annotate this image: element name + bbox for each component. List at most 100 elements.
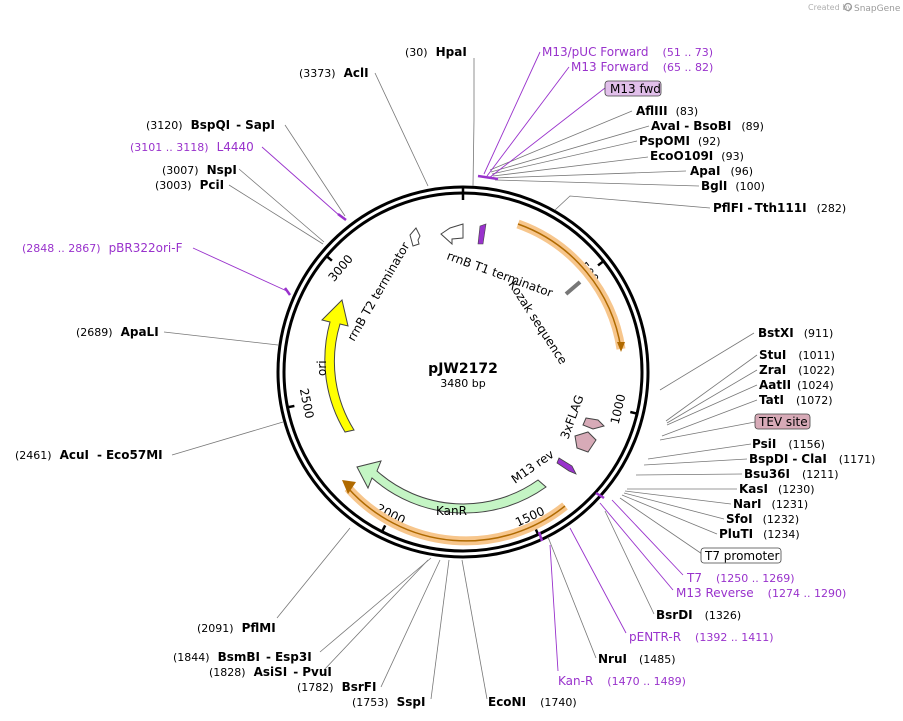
- leader-m13puc-forward: [483, 51, 541, 175]
- rrnb-t1-feature-arrow: [440, 223, 464, 246]
- backbone-outer-circle: [276, 185, 650, 559]
- kozak-feature-mark: [564, 280, 582, 296]
- enzyme-site-bsu36I[interactable]: Bsu36I(1211): [744, 467, 839, 481]
- enzyme-site-aflIII[interactable]: AflIII(83): [636, 104, 698, 118]
- enzyme-site-zraI[interactable]: ZraI(1022): [759, 363, 835, 377]
- leader-psiI: [647, 443, 752, 460]
- enzyme-site-pflMI[interactable]: (2091)PflMI: [197, 621, 276, 635]
- leader-bstXI: [659, 332, 755, 391]
- primer-tick-pbr322: [283, 287, 292, 296]
- leader-nruI: [547, 536, 597, 659]
- feature-label-m13rev: M13 rev: [509, 447, 557, 486]
- leader-lines: [163, 58, 758, 700]
- tick-mark: [286, 404, 295, 409]
- leader-sspI: [430, 559, 450, 700]
- leader-pbr322ori: [192, 247, 290, 293]
- leader-m13fwd-box: [488, 87, 606, 179]
- leader-nspI: [238, 168, 325, 243]
- enzyme-labels-right: AflIII(83) AvaI-BsoBI(89) PspOMI(92) Eco…: [488, 104, 875, 709]
- enzyme-site-apaLI[interactable]: (2689)ApaLI: [76, 325, 159, 339]
- leader-asiSI: [323, 559, 429, 671]
- enzyme-site-psiI[interactable]: PsiI(1156): [752, 437, 825, 451]
- plasmid-name: pJW2172: [428, 361, 498, 377]
- leader-pluTI: [621, 494, 718, 535]
- enzyme-site-bspQI[interactable]: (3120)BspQI-SapI: [146, 118, 275, 132]
- leader-hpaI: [472, 58, 475, 187]
- leader-pentr: [569, 527, 627, 634]
- tick-label: 2500: [297, 387, 317, 420]
- leader-l4440: [261, 146, 341, 217]
- enzyme-site-asiSI[interactable]: (1828)AsiSI-PvuI: [209, 665, 332, 679]
- primer-l4440[interactable]: (3101 .. 3118)L4440: [130, 140, 254, 154]
- m13-fwd-feature-mark: [477, 223, 487, 245]
- enzyme-site-bsrDI[interactable]: BsrDI(1326): [656, 608, 741, 622]
- orf-arc-right-arrowhead: [617, 342, 625, 352]
- enzyme-site-bstXI[interactable]: BstXI(911): [758, 326, 833, 340]
- enzyme-site-hpaI[interactable]: (30)HpaI: [405, 45, 467, 59]
- box-label-tev: TEV site: [758, 415, 808, 429]
- leader-pciI: [228, 184, 324, 245]
- feature-label-kanr: KanR: [436, 504, 467, 518]
- feature-arcs: [321, 219, 626, 546]
- enzyme-site-acuI[interactable]: (2461)AcuI-Eco57MI: [15, 448, 163, 462]
- enzyme-site-bsrFI[interactable]: (1782)BsrFI: [297, 680, 376, 694]
- primer-m13puc-forward[interactable]: M13/pUC Forward(51 .. 73): [542, 45, 713, 59]
- enzyme-site-pluTI[interactable]: PluTI(1234): [719, 527, 800, 541]
- leader-tatI: [661, 399, 758, 437]
- enzyme-site-nspI[interactable]: (3007)NspI: [162, 163, 237, 177]
- box-m13fwd: [604, 80, 662, 97]
- primer-tick-m13: [477, 174, 499, 181]
- leader-bsmBI: [319, 557, 432, 653]
- m13-rev-feature-mark: [556, 457, 577, 475]
- box-tev-site: [754, 413, 811, 430]
- leader-tev: [659, 421, 756, 441]
- orf-arc-bottom-arrowhead: [342, 480, 356, 494]
- leader-apaI: [493, 170, 687, 179]
- enzyme-site-aclI[interactable]: (3373)AclI: [299, 66, 369, 80]
- primer-tick-pentr: [537, 531, 544, 542]
- leader-bsrDI: [604, 510, 655, 615]
- ori-feature-arrow: [321, 299, 355, 433]
- leader-narI: [624, 490, 732, 505]
- enzyme-site-ecoNI[interactable]: EcoNI(1740): [488, 695, 577, 709]
- enzyme-labels-left: (30)HpaI (3373)AclI (3120)BspQI-SapI (30…: [15, 45, 467, 709]
- enzyme-site-pspOMI[interactable]: PspOMI(92): [639, 134, 721, 148]
- enzyme-site-sspI[interactable]: (1753)SspI: [352, 695, 425, 709]
- primer-tick-l4440: [337, 213, 347, 221]
- enzyme-site-tatI[interactable]: TatI(1072): [759, 393, 833, 407]
- orf-arc-right-line: [517, 223, 622, 350]
- leader-aclI: [374, 72, 429, 187]
- enzyme-site-pflFI[interactable]: PflFI-Tth111I(282): [713, 201, 846, 215]
- primer-pentr-r[interactable]: pENTR-R(1392 .. 1411): [629, 630, 774, 644]
- primer-kan-r[interactable]: Kan-R(1470 .. 1489): [558, 674, 686, 688]
- orf-arc-bottom-line: [347, 487, 566, 542]
- leader-sfoI: [623, 492, 725, 520]
- enzyme-site-apaI[interactable]: ApaI(96): [690, 164, 753, 178]
- tick-label: 3000: [325, 252, 355, 284]
- enzyme-site-avaI[interactable]: AvaI-BsoBI(89): [651, 119, 764, 133]
- enzyme-site-kasI[interactable]: KasI(1230): [739, 482, 815, 496]
- enzyme-site-narI[interactable]: NarI(1231): [733, 497, 808, 511]
- enzyme-site-nruI[interactable]: NruI(1485): [598, 652, 676, 666]
- enzyme-site-bglI[interactable]: BglI(100): [701, 179, 765, 193]
- enzyme-site-ecoO109I[interactable]: EcoO109I(93): [650, 149, 744, 163]
- feature-label-rrnb-t1: rrnB T1 terminator: [445, 249, 555, 300]
- primer-leader-lines: [192, 51, 684, 672]
- primer-pbr322ori-f[interactable]: (2848 .. 2867)pBR322ori-F: [22, 241, 183, 255]
- enzyme-site-stuI[interactable]: StuI(1011): [759, 348, 835, 362]
- leader-aatII: [666, 384, 758, 426]
- leader-bspDI: [643, 458, 748, 466]
- enzyme-site-pciI[interactable]: (3003)PciI: [155, 178, 224, 192]
- enzyme-site-bspDI[interactable]: BspDI-ClaI(1171): [749, 452, 875, 466]
- enzyme-site-bsmBI[interactable]: (1844)BsmBI-Esp3I: [173, 650, 312, 664]
- primer-m13-forward[interactable]: M13 Forward(65 .. 82): [571, 60, 713, 74]
- primer-m13-reverse[interactable]: M13 Reverse(1274 .. 1290): [676, 586, 846, 600]
- leader-ecoO109I: [492, 156, 649, 177]
- primer-t7[interactable]: T7(1250 .. 1269): [686, 571, 795, 585]
- leader-bsrFI: [380, 559, 441, 688]
- enzyme-site-aatII[interactable]: AatII(1024): [759, 378, 834, 392]
- enzyme-site-sfoI[interactable]: SfoI(1232): [726, 512, 799, 526]
- primer-labels: M13/pUC Forward(51 .. 73) M13 Forward(65…: [22, 45, 846, 688]
